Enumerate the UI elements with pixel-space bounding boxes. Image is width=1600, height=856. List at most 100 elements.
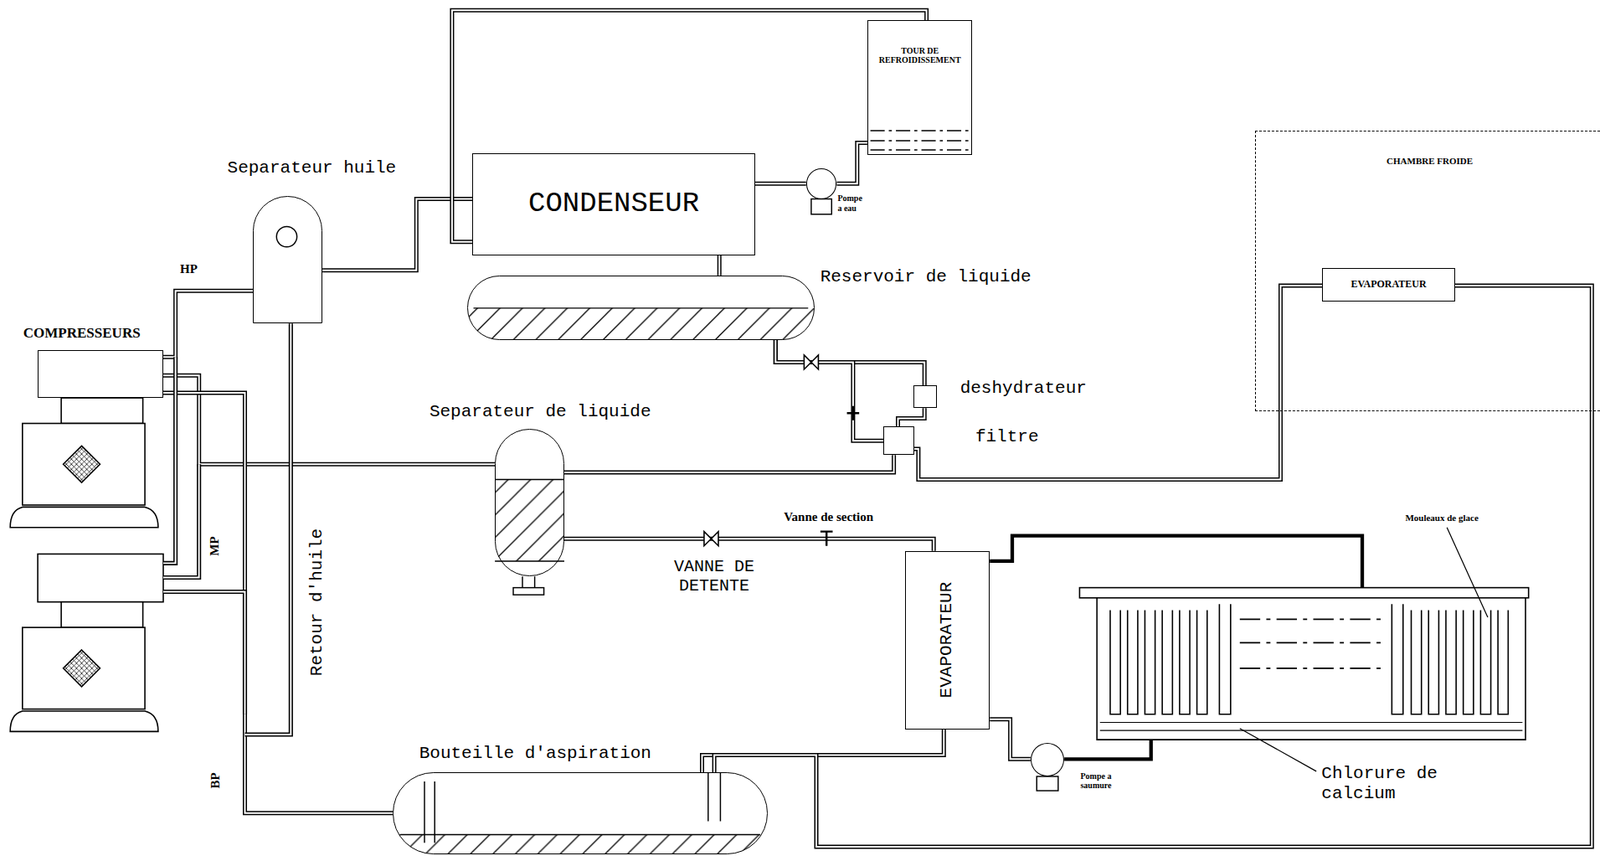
pipe-core <box>718 255 721 276</box>
ice-centre-line <box>1239 618 1384 668</box>
pipe-label: Retour d'huile <box>307 527 328 675</box>
node-label: Separateur de liquide <box>429 401 652 422</box>
pipe <box>836 143 868 185</box>
pipe-core <box>163 392 393 813</box>
pipe-core <box>702 729 945 772</box>
node-label: CONDENSEUR <box>528 187 700 221</box>
pipe <box>775 339 884 442</box>
pipe <box>717 255 722 276</box>
node-label: TOUR DE REFROIDISSEMENT <box>868 46 973 66</box>
pipe <box>755 181 807 186</box>
node-label: EVAPORATEUR <box>937 581 958 699</box>
vessel-contents <box>276 130 1059 855</box>
liquid-level <box>494 479 565 561</box>
pressure-tag: BP <box>209 771 224 788</box>
pipe-core <box>775 339 884 442</box>
compressor-head <box>37 553 164 602</box>
node-label: EVAPORATEUR <box>1350 278 1426 291</box>
valve-label: VANNE DE DETENTE <box>661 556 767 596</box>
node-label: COMPRESSEURS <box>23 324 141 342</box>
node-label: filtre <box>975 427 1040 448</box>
ice-mould <box>1110 609 1121 714</box>
pipe-core <box>755 182 807 185</box>
pump-base <box>1036 776 1059 791</box>
pipe <box>989 719 1031 760</box>
tank-body <box>1096 597 1526 740</box>
ice-mould <box>1197 609 1208 714</box>
pipe-core <box>163 290 253 357</box>
section-valve <box>820 406 860 546</box>
separator-port <box>276 226 297 247</box>
ice-mould <box>1411 609 1422 714</box>
liquid-receiver: Reservoir de liquide <box>467 275 814 340</box>
valve-symbol <box>704 531 719 546</box>
node-label: Reservoir de liquide <box>820 267 1032 288</box>
filter-box: filtre <box>883 426 915 455</box>
pipe <box>163 392 393 813</box>
oil-separator: Separateur huile <box>252 195 323 324</box>
liquid-separator: Separateur de liquide <box>494 428 565 577</box>
liquid-level <box>473 307 809 309</box>
brine-level <box>1100 721 1523 731</box>
motor-grille <box>63 445 101 483</box>
ice-mould <box>1144 609 1155 714</box>
pipe-core <box>564 454 895 473</box>
ice-mould <box>1463 609 1474 714</box>
evaporator-box: EVAPORATEUR <box>1322 267 1455 302</box>
compressor-foot <box>10 506 159 527</box>
pipe-core <box>989 719 1031 760</box>
node-label: Pompe a saumure <box>1080 771 1127 791</box>
pipe-core <box>714 285 1592 847</box>
brine-pump: Pompe a saumure <box>1030 742 1065 777</box>
ice-mould <box>1445 609 1456 714</box>
pipe-core <box>898 407 926 427</box>
dip-tube <box>424 771 721 843</box>
drain-plug <box>513 587 545 596</box>
leader-line <box>1239 527 1488 772</box>
pressure-tag: MP <box>208 535 223 556</box>
liquid-hatch <box>494 479 565 561</box>
water-pump: Pompe a eau <box>806 168 838 200</box>
pipe <box>714 285 1592 847</box>
pipe <box>564 538 934 551</box>
compressor-neck <box>61 601 144 628</box>
ice-mould <box>1127 609 1138 714</box>
node-label: Pompe a eau <box>837 193 866 213</box>
motor-block <box>22 627 145 709</box>
pipe <box>702 729 945 772</box>
brine-pipe <box>989 535 1363 760</box>
compressor-drawing <box>10 397 164 731</box>
cooling-tower: TOUR DE REFROIDISSEMENT <box>867 20 973 155</box>
suction-accumulator: Bouteille d'aspiration <box>392 771 767 854</box>
compressor-neck <box>61 397 144 423</box>
pipe-core <box>914 285 1323 479</box>
pipe <box>898 407 926 427</box>
node-label: CHAMBRE FROIDE <box>1386 155 1473 167</box>
tank-cover <box>1079 587 1528 598</box>
ice-mould <box>1480 609 1491 714</box>
node-label: deshydrateur <box>960 378 1087 399</box>
ice-mould <box>1428 609 1439 714</box>
ice-mould <box>1497 609 1508 714</box>
compressor-head: COMPRESSEURS <box>37 349 164 398</box>
drain-stem <box>522 576 536 587</box>
part-label: Mouleaux de glace <box>1404 511 1478 523</box>
pipe <box>452 10 927 242</box>
compressor-foot <box>10 710 159 731</box>
pipe <box>163 290 253 357</box>
pipe <box>163 323 291 735</box>
mould-frame <box>1219 603 1403 715</box>
drier-box: deshydrateur <box>913 385 937 408</box>
liquid-hatch <box>467 308 814 340</box>
ice-mould <box>1179 609 1190 714</box>
motor-block <box>22 423 145 505</box>
ice-tank <box>1079 587 1528 740</box>
motor-grille <box>63 649 101 687</box>
valve-symbol <box>803 354 819 370</box>
pipe <box>564 454 895 473</box>
extra-pipes <box>163 323 1363 759</box>
node-label: Bouteille d'aspiration <box>419 743 652 764</box>
condenser-box: CONDENSEUR <box>472 153 756 256</box>
